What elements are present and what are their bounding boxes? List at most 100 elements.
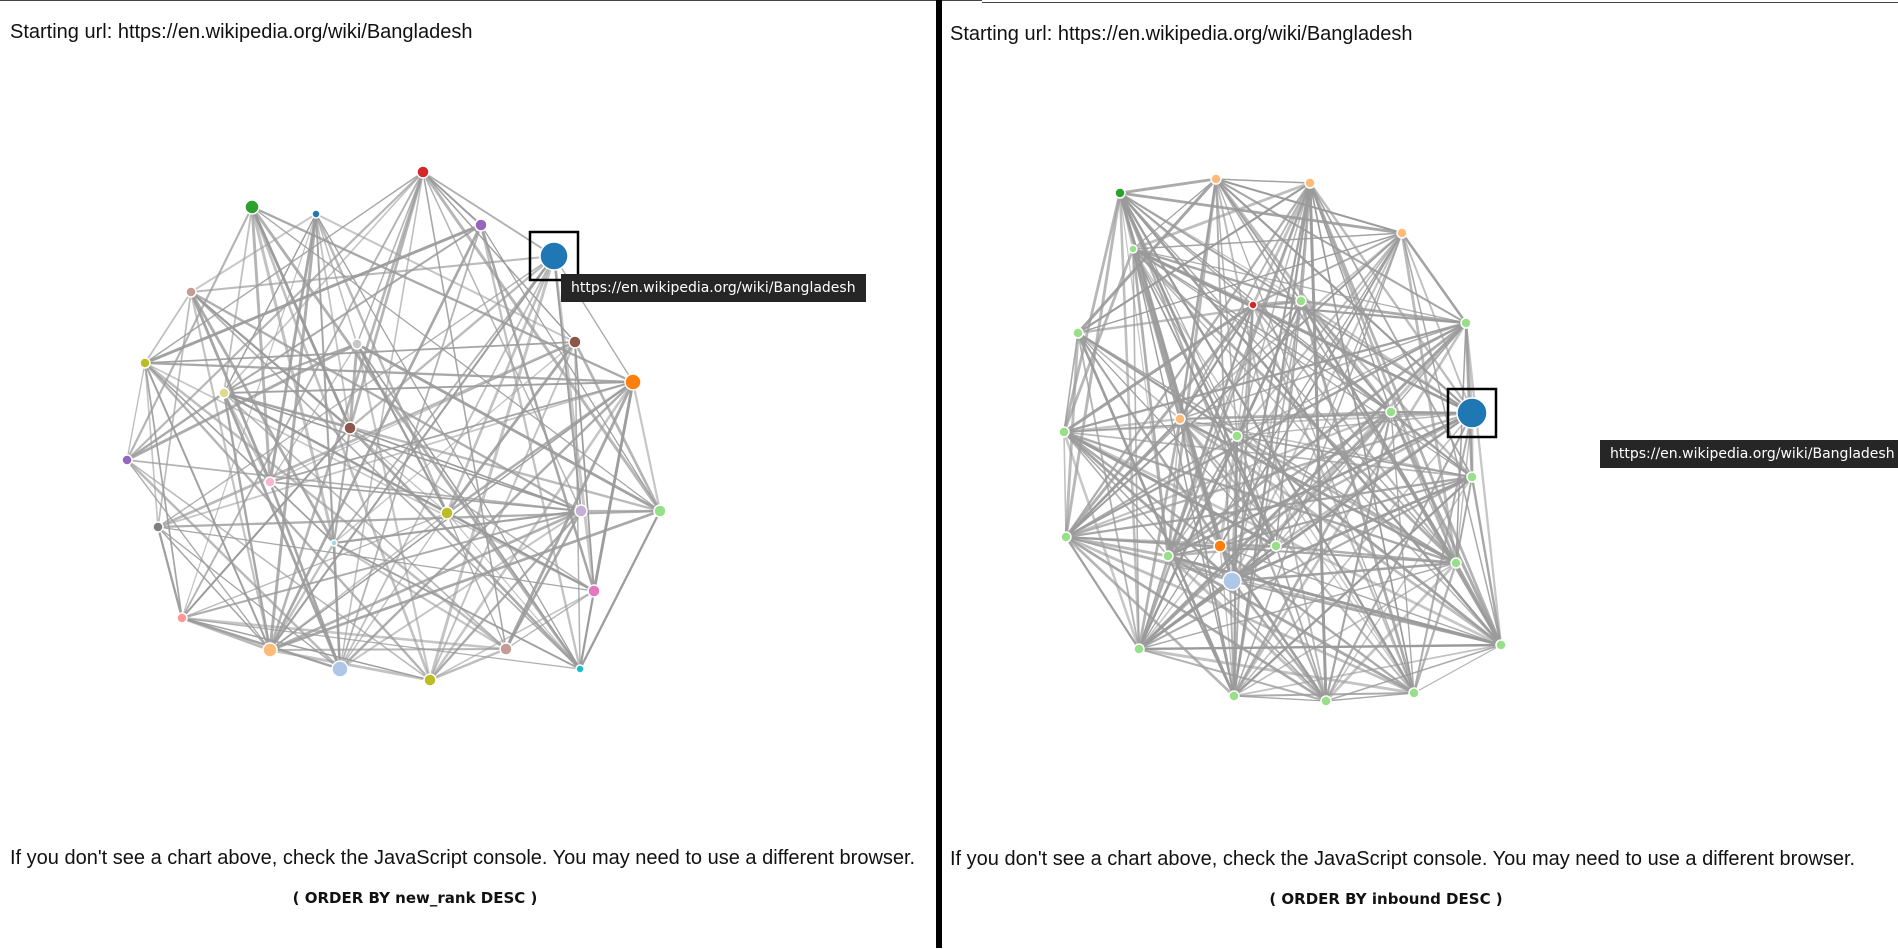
- page-node[interactable]: [244, 199, 260, 215]
- page-node[interactable]: [574, 504, 588, 518]
- page-node[interactable]: [624, 373, 642, 391]
- page-node[interactable]: [1228, 690, 1240, 702]
- graph-edge: [269, 255, 555, 651]
- page-node[interactable]: [1128, 244, 1138, 254]
- page-node[interactable]: [262, 642, 278, 658]
- page-node[interactable]: [218, 387, 230, 399]
- page-node[interactable]: [1114, 187, 1126, 199]
- page-node[interactable]: [330, 539, 338, 547]
- graph-edge: [1063, 430, 1233, 583]
- graph-edge: [1065, 535, 1415, 695]
- page-node[interactable]: [176, 612, 188, 624]
- graph-edge: [1219, 475, 1473, 548]
- graph-edge: [1233, 300, 1302, 697]
- page-node[interactable]: [1495, 639, 1507, 651]
- page-node[interactable]: [423, 673, 437, 687]
- graph-edge: [592, 381, 635, 592]
- graph-edge: [429, 510, 582, 681]
- page-node[interactable]: [264, 476, 276, 488]
- page-node[interactable]: [1058, 426, 1070, 438]
- graph-edge: [1325, 692, 1415, 702]
- graph-edge: [332, 427, 352, 544]
- link-graph-new-rank[interactable]: [0, 1, 936, 949]
- page-node[interactable]: [499, 642, 513, 656]
- graph-edge: [339, 510, 582, 670]
- page-node[interactable]: [1408, 687, 1420, 699]
- graph-edge: [1138, 562, 1457, 650]
- page-node[interactable]: [1320, 695, 1332, 707]
- graph-edge: [1252, 304, 1473, 414]
- page-node[interactable]: [1295, 295, 1307, 307]
- graph-edge: [181, 616, 341, 671]
- page-node[interactable]: [474, 218, 488, 232]
- page-node[interactable]: [416, 165, 430, 179]
- page-node[interactable]: [653, 504, 667, 518]
- graph-edge: [250, 206, 582, 670]
- page-node[interactable]: [1213, 539, 1227, 553]
- page-node[interactable]: [331, 660, 349, 678]
- page-node[interactable]: [139, 357, 151, 369]
- graph-edge: [126, 206, 253, 461]
- page-node[interactable]: [1385, 406, 1397, 418]
- graph-edge: [1065, 435, 1238, 538]
- link-graph-inbound[interactable]: [942, 0, 1898, 948]
- graph-edge: [446, 512, 581, 670]
- graph-edge: [1300, 300, 1473, 414]
- graph-edge: [1214, 178, 1393, 413]
- graph-edge: [1464, 322, 1503, 646]
- graph-edge: [573, 341, 662, 512]
- page-node[interactable]: [1162, 550, 1174, 562]
- graph-edge: [446, 380, 634, 515]
- page-node[interactable]: [311, 209, 321, 219]
- page-node[interactable]: [351, 338, 363, 350]
- page-node[interactable]: [1174, 413, 1186, 425]
- page-node[interactable]: [440, 506, 454, 520]
- page-node[interactable]: [1304, 177, 1316, 189]
- page-node[interactable]: [1270, 540, 1282, 552]
- page-node[interactable]: [1248, 300, 1258, 310]
- page-node[interactable]: [343, 421, 357, 435]
- page-node[interactable]: [587, 584, 601, 598]
- page-node[interactable]: [121, 454, 133, 466]
- graph-edge: [1065, 536, 1235, 697]
- page-node[interactable]: [1222, 571, 1242, 591]
- page-node[interactable]: [1072, 327, 1084, 339]
- selected-page-node[interactable]: [539, 241, 569, 271]
- graph-edge: [126, 362, 146, 461]
- page-node[interactable]: [1133, 643, 1145, 655]
- page-node[interactable]: [1396, 227, 1408, 239]
- graph-edge: [1062, 431, 1141, 650]
- graph-edge: [1138, 579, 1233, 651]
- graph-edge: [1455, 322, 1467, 564]
- graph-edge: [268, 213, 318, 651]
- page-node[interactable]: [152, 521, 164, 533]
- graph-edge: [1063, 412, 1473, 433]
- page-node[interactable]: [1060, 531, 1072, 543]
- page-node[interactable]: [575, 664, 585, 674]
- page-node[interactable]: [1210, 173, 1222, 185]
- graph-edge: [422, 171, 576, 343]
- graph-edge: [339, 512, 448, 670]
- graph-edge: [1231, 580, 1502, 646]
- graph-edge: [349, 427, 581, 670]
- graph-edge: [1132, 181, 1311, 251]
- graph-edge: [1065, 418, 1181, 538]
- browser-warning-text: If you don't see a chart above, check th…: [950, 848, 1856, 870]
- graph-edge: [1233, 692, 1415, 697]
- graph-edge: [1236, 435, 1415, 694]
- page-node[interactable]: [1231, 430, 1243, 442]
- page-node[interactable]: [1466, 471, 1478, 483]
- graph-edge: [1455, 476, 1473, 564]
- graph-edge: [126, 459, 582, 512]
- graph-edge: [144, 362, 183, 619]
- page-node[interactable]: [568, 335, 582, 349]
- graph-edge: [1063, 303, 1254, 434]
- selected-page-node[interactable]: [1456, 397, 1488, 429]
- page-node[interactable]: [185, 286, 197, 298]
- graph-edge: [157, 526, 595, 592]
- graph-edge: [1062, 248, 1135, 433]
- graph-edge: [348, 171, 425, 429]
- page-node[interactable]: [1450, 557, 1462, 569]
- page-node[interactable]: [1460, 317, 1472, 329]
- graph-edge: [1132, 178, 1217, 250]
